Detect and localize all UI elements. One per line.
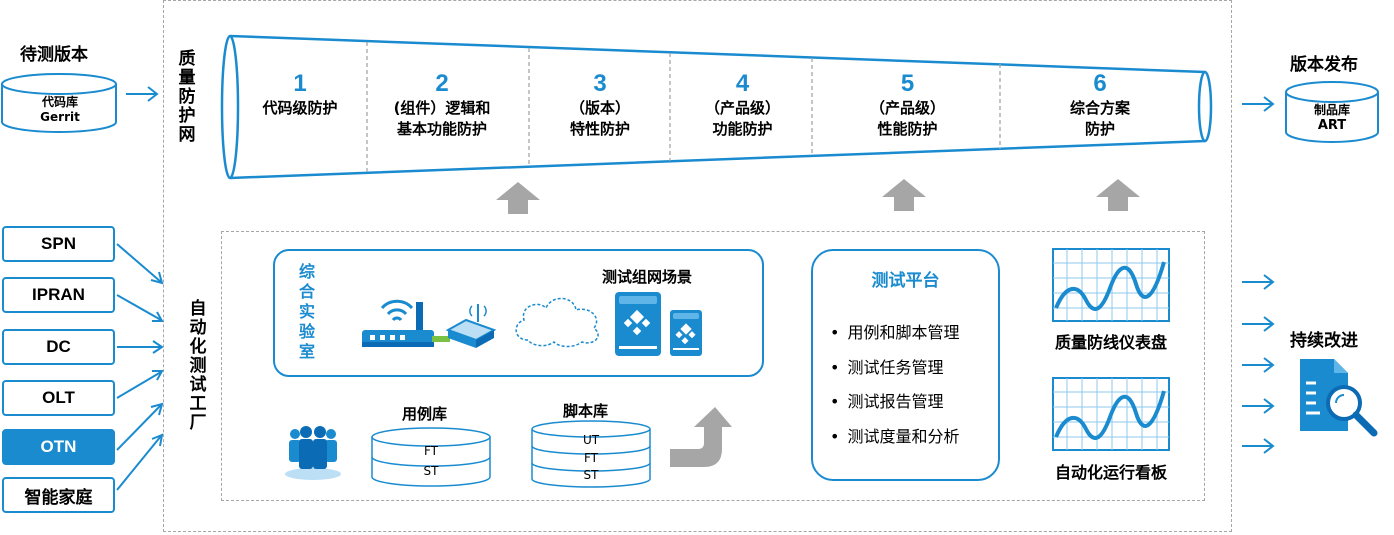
product-olt[interactable]: OLT xyxy=(2,380,115,416)
script-lib-title: 脚本库 xyxy=(563,402,609,420)
quality-framework-frame xyxy=(163,0,1232,532)
product-smart-home[interactable]: 智能家庭 xyxy=(2,477,115,513)
stage-4: 4 （产品级） 功能防护 xyxy=(680,70,805,140)
quality-dashboard-chart-icon xyxy=(1052,248,1170,322)
case-lib-row-st: ST xyxy=(423,464,439,478)
lab-panel xyxy=(273,249,764,377)
modem-icon xyxy=(445,304,496,348)
continuous-improvement-label: 持续改进 xyxy=(1290,331,1358,351)
factory-label: 自动化测试工厂 xyxy=(189,299,207,433)
quality-net-label: 质量防护网 xyxy=(178,49,196,145)
stage-2-number: 2 xyxy=(435,70,449,97)
quality-dashboard-label: 质量防线仪表盘 xyxy=(1054,333,1167,352)
cable-icon xyxy=(432,336,450,342)
server-icon xyxy=(615,292,661,356)
script-lib-row-ut: UT xyxy=(582,433,600,447)
stage-5-label-1: （产品级） xyxy=(869,99,945,117)
platform-item-task: 测试任务管理 xyxy=(830,351,959,386)
script-lib-row-st: ST xyxy=(583,468,599,482)
automation-board-label: 自动化运行看板 xyxy=(1054,463,1167,482)
stage-5-number: 5 xyxy=(900,70,915,97)
script-lib-db-icon xyxy=(531,420,651,488)
stage-3: 3 （版本） 特性防护 xyxy=(540,70,660,140)
artifact-repo-label: 制品库 xyxy=(1313,103,1350,117)
arrow-right-icon xyxy=(126,86,159,102)
stage-6-label-1: 综合方案 xyxy=(1069,99,1130,117)
gray-up-arrow-icon xyxy=(1096,179,1140,211)
code-repo-label: 代码库 xyxy=(41,95,78,109)
stage-3-label-1: （版本） xyxy=(569,99,630,117)
case-lib-row-ft: FT xyxy=(423,444,439,458)
stage-2-label-2: 基本功能防护 xyxy=(396,120,487,138)
script-lib-row-ft: FT xyxy=(583,451,599,465)
case-lib-db-icon xyxy=(371,427,491,487)
router-icon xyxy=(362,299,434,347)
stage-3-label-2: 特性防护 xyxy=(569,120,630,138)
platform-item-metrics: 测试度量和分析 xyxy=(830,420,959,455)
test-platform-title: 测试平台 xyxy=(871,271,940,291)
gray-up-arrow-icon xyxy=(882,179,926,211)
document-search-icon xyxy=(1300,359,1378,437)
code-repo-db-icon xyxy=(0,73,117,133)
stage-5: 5 （产品级） 性能防护 xyxy=(845,70,970,140)
stage-4-number: 4 xyxy=(735,70,750,97)
stage-1-label: 代码级防护 xyxy=(262,99,338,117)
stage-4-label-1: （产品级） xyxy=(704,99,780,117)
test-platform-list: 用例和脚本管理 测试任务管理 测试报告管理 测试度量和分析 xyxy=(830,316,959,454)
arrow-right-icon xyxy=(1242,96,1275,112)
server-icon xyxy=(670,310,702,356)
stage-6: 6 综合方案 防护 xyxy=(1040,70,1160,140)
network-scene-label: 测试组网场景 xyxy=(602,268,693,286)
stage-3-number: 3 xyxy=(593,70,607,97)
product-ipran[interactable]: IPRAN xyxy=(2,277,115,313)
product-arrows xyxy=(116,243,164,491)
platform-item-case-script: 用例和脚本管理 xyxy=(830,316,959,351)
product-dc[interactable]: DC xyxy=(2,329,115,365)
gray-curved-up-arrow-icon xyxy=(670,407,732,467)
quality-funnel xyxy=(220,34,1213,180)
lab-title: 综合实验室 xyxy=(298,262,315,361)
stage-2: 2 (组件）逻辑和 基本功能防护 xyxy=(372,70,512,140)
source-title: 待测版本 xyxy=(20,45,88,65)
release-title: 版本发布 xyxy=(1290,55,1358,75)
stage-6-number: 6 xyxy=(1093,70,1107,97)
artifact-repo-name: ART xyxy=(1317,118,1347,133)
automation-board-chart-icon xyxy=(1052,377,1170,451)
platform-item-report: 测试报告管理 xyxy=(830,385,959,420)
continuous-arrows xyxy=(1242,274,1275,454)
stage-4-label-2: 功能防护 xyxy=(712,120,773,138)
team-icon xyxy=(285,426,341,480)
stage-1: 1 代码级防护 xyxy=(240,70,360,119)
test-platform-panel xyxy=(811,249,1000,481)
stage-2-label-1: (组件）逻辑和 xyxy=(393,99,491,117)
case-lib-title: 用例库 xyxy=(402,405,448,423)
artifact-repo-db-icon xyxy=(1285,81,1379,143)
code-repo-name: Gerrit xyxy=(40,110,80,124)
stage-5-label-2: 性能防护 xyxy=(877,120,938,138)
factory-frame xyxy=(221,231,1205,501)
network-cloud-icon xyxy=(515,297,599,348)
stage-6-label-2: 防护 xyxy=(1084,120,1115,138)
stage-1-number: 1 xyxy=(293,70,307,97)
product-otn[interactable]: OTN xyxy=(2,429,115,465)
product-spn[interactable]: SPN xyxy=(2,226,115,262)
gray-up-arrow-icon xyxy=(496,182,540,214)
